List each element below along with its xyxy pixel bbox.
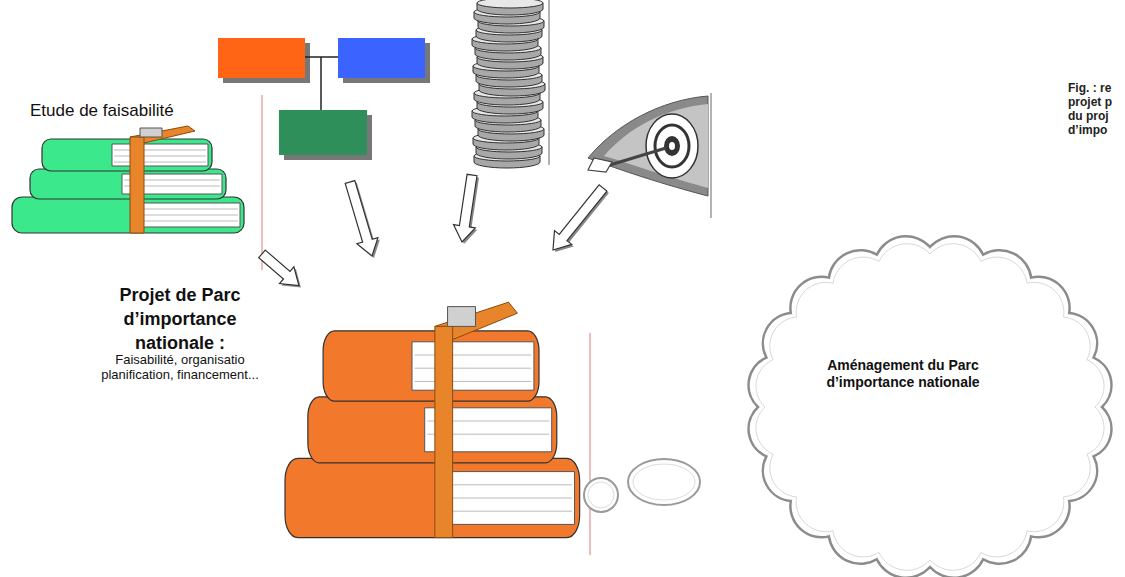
cloud-outline [745, 235, 1125, 577]
target-ring [655, 125, 689, 167]
thought-bubble [588, 482, 614, 508]
book-stack [12, 126, 244, 233]
figure-caption: Fig. : re projet p du proj d’impo [1068, 81, 1125, 137]
hollow-arrow [259, 250, 299, 286]
target-wedge [604, 104, 708, 188]
arrow-fletching [588, 158, 612, 172]
hollow-arrow [553, 185, 607, 250]
rule-line [590, 333, 591, 555]
org-line [320, 57, 322, 110]
hollow-arrow [454, 174, 478, 242]
book-node: Etude de faisabilité [10, 95, 262, 258]
cloud-outline [749, 236, 1112, 577]
thought-cloud: Aménagement du Parc d’importance nationa… [745, 235, 1125, 577]
rule-line [262, 95, 263, 270]
arrow-shadow [261, 252, 301, 288]
thought-bubble [633, 464, 695, 500]
thought-bubble [628, 459, 700, 505]
target-centre [669, 142, 675, 150]
node-body: Faisabilité, organisatio planification, … [100, 352, 260, 382]
node-heading: Projet de Parc d’importance nationale : [100, 283, 260, 355]
block-arrow [259, 250, 301, 288]
cloud-inner-line [756, 244, 1104, 571]
node-heading: Etude de faisabilité [30, 101, 255, 121]
hollow-arrow [345, 181, 378, 256]
rule-line [711, 93, 712, 218]
target-wedge [588, 96, 708, 196]
book-stack [285, 302, 580, 537]
cloud-text: Aménagement du Parc d’importance nationa… [813, 357, 993, 391]
rule-line [549, 0, 550, 165]
coin [477, 0, 543, 15]
target-ring [646, 114, 698, 178]
org-box [338, 38, 425, 78]
book-node: Projet de Parc d’importance nationale :F… [100, 283, 585, 545]
thought-bubble [584, 478, 618, 512]
org-box [279, 110, 367, 155]
target-centre [664, 136, 680, 156]
org-box [218, 38, 305, 78]
